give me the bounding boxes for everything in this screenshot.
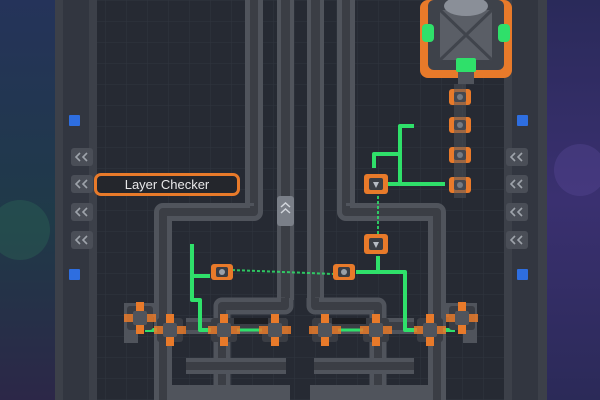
edge-button-right-4[interactable] (505, 230, 529, 250)
edge-button-left-3[interactable] (70, 202, 94, 222)
edge-button-right-3[interactable] (505, 202, 529, 222)
space-backdrop-left (0, 0, 55, 400)
edge-button-left-1[interactable] (70, 147, 94, 167)
indicator-lamp-icon (69, 115, 528, 280)
edge-button-left-4[interactable] (70, 230, 94, 250)
hub-icon[interactable] (420, 0, 512, 84)
tunnel-icon[interactable] (277, 196, 294, 226)
space-backdrop-right (547, 0, 600, 400)
layer-checker-label[interactable]: Layer Checker (94, 173, 240, 196)
edge-button-right-2[interactable] (505, 174, 529, 194)
edge-button-right-1[interactable] (505, 147, 529, 167)
edge-button-left-2[interactable] (70, 174, 94, 194)
